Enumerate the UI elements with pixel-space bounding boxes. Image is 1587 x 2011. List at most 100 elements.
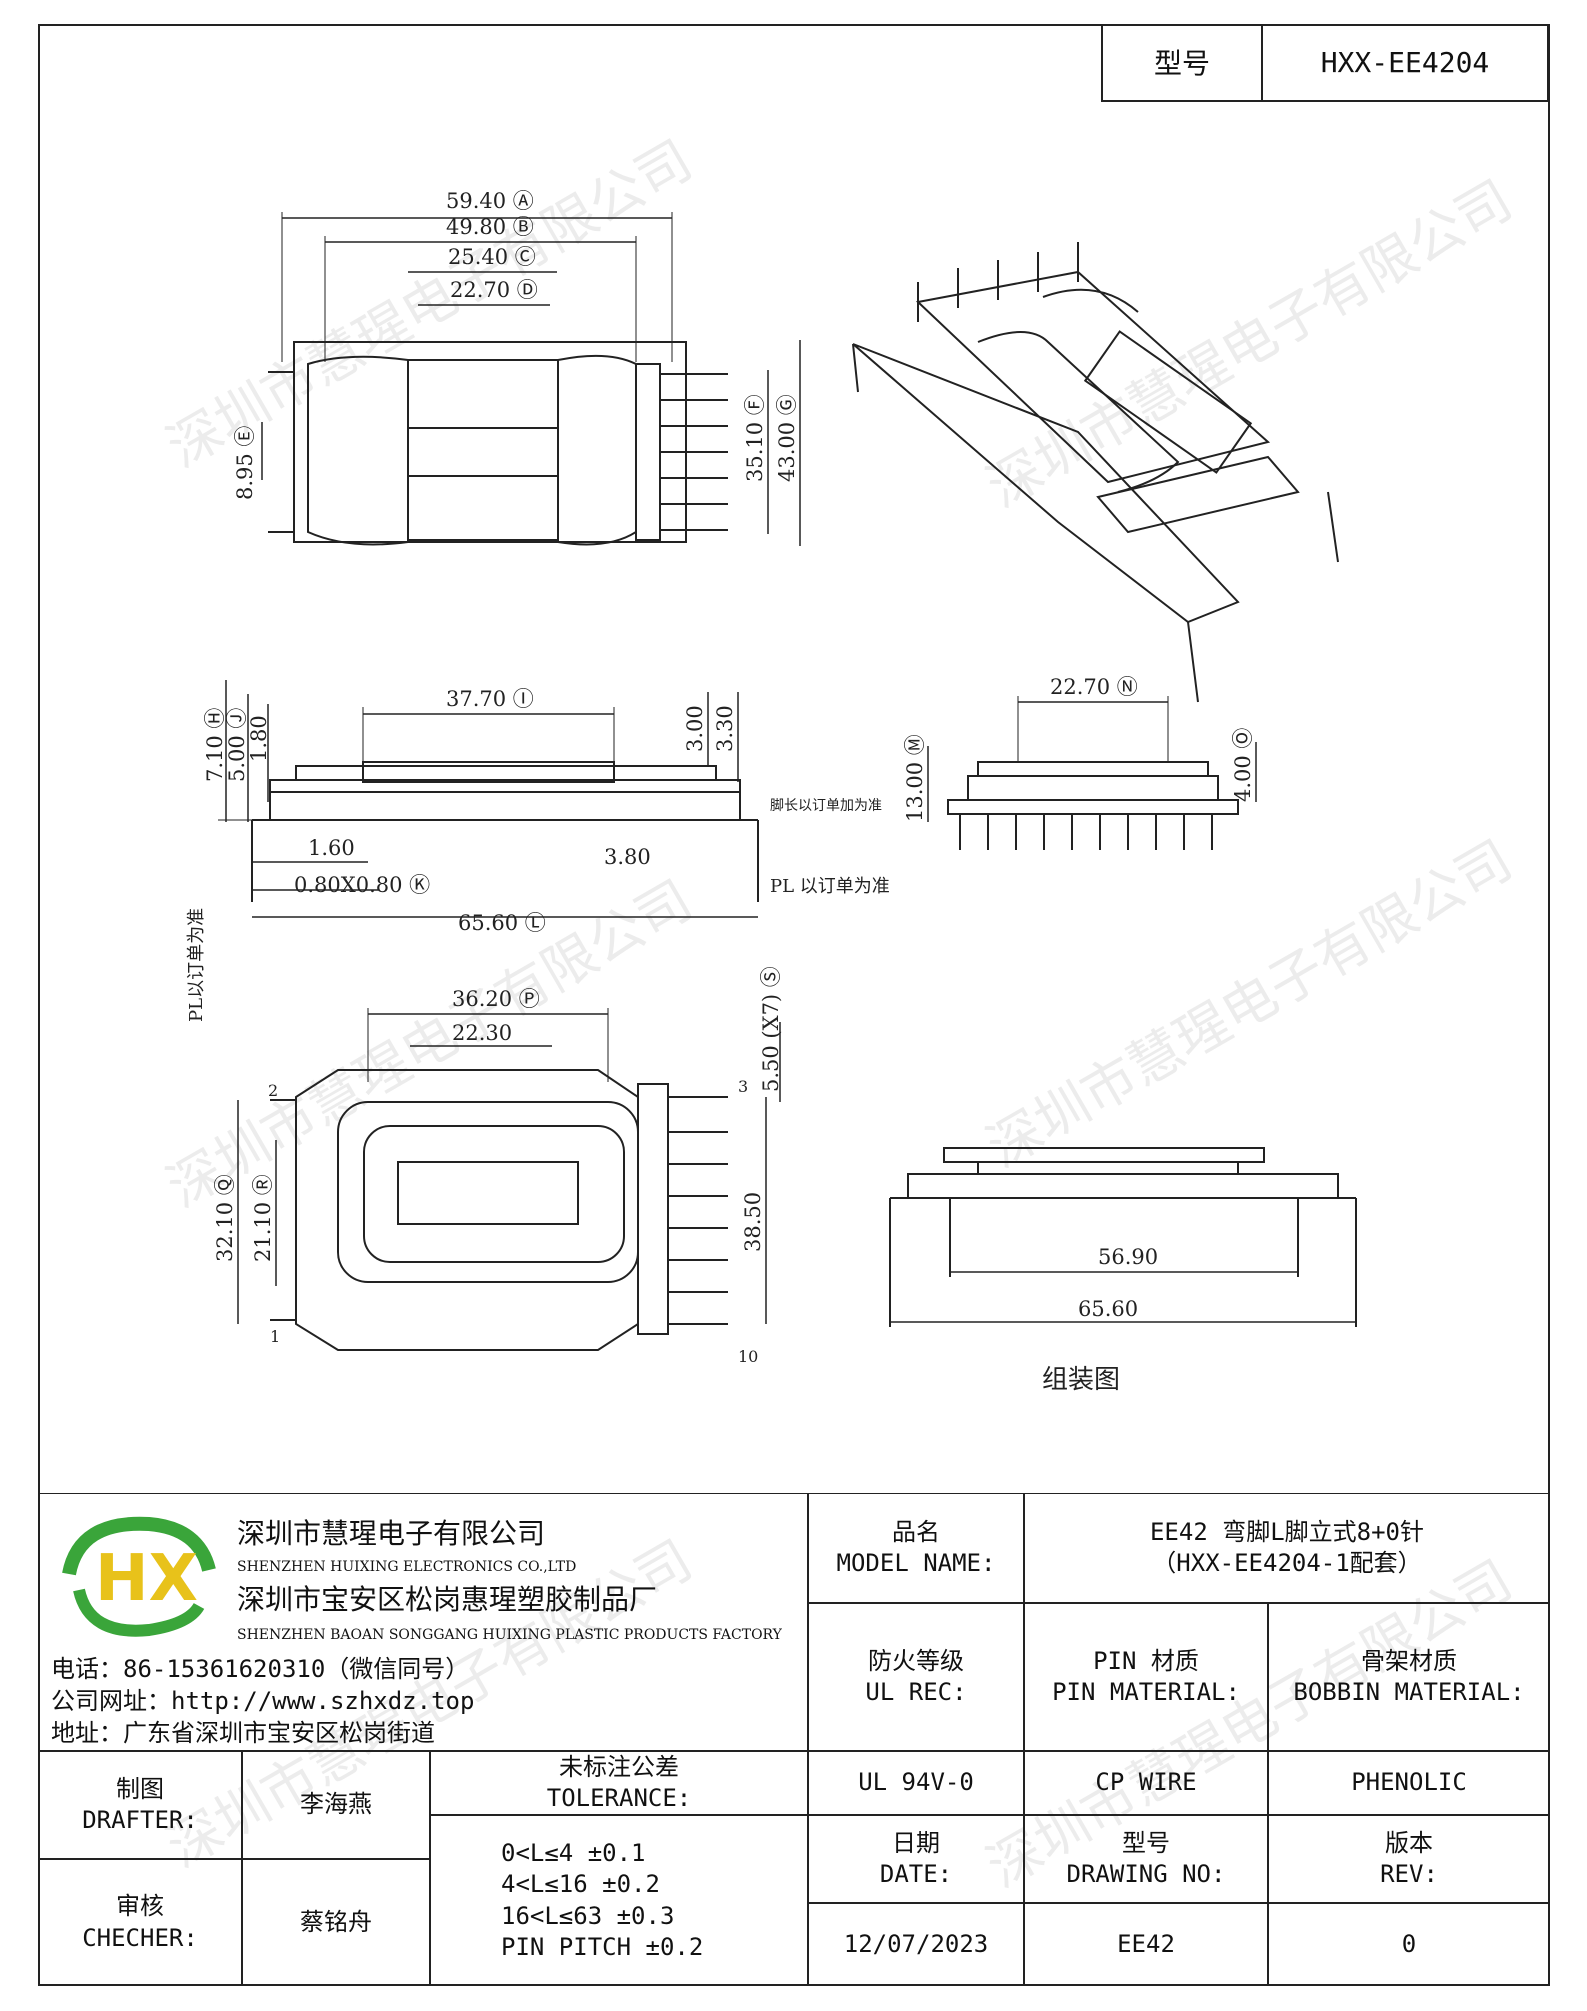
model-name-line2: （HXX-EE4204-1配套） (1152, 1549, 1422, 1577)
dim-side-n: 22.70 Ⓝ (1050, 675, 1138, 699)
bobbin-material-label: 骨架材质 BOBBIN MATERIAL: (1268, 1603, 1550, 1751)
model-name-label-cn: 品名 (892, 1517, 940, 1546)
dim-bottom-r: 21.10 Ⓡ (251, 1174, 275, 1262)
assembly-view: 56.90 65.60 组装图 (889, 1147, 1357, 1395)
tolerance-values: 0<L≤4 ±0.1 4<L≤16 ±0.2 16<L≤63 ±0.3 PIN … (430, 1815, 808, 1986)
model-name-label: 品名 MODEL NAME: (808, 1493, 1024, 1603)
note-pl-right: PL 以订单为准 (770, 876, 890, 897)
company-address: 地址：广东省深圳市宝安区松岗街道 (51, 1719, 435, 1747)
tolerance-line: 0<L≤4 ±0.1 (501, 1839, 646, 1868)
company-phone: 电话：86-15361620310（微信同号） (51, 1655, 470, 1683)
dim-top-c: 25.40 Ⓒ (448, 245, 536, 269)
dim-front-160: 1.60 (308, 836, 355, 860)
dim-front-180: 1.80 (247, 715, 271, 762)
dim-bottom-q: 32.10 Ⓠ (213, 1174, 237, 1262)
pin-label-10: 10 (738, 1347, 758, 1366)
dim-top-e: 8.95 Ⓔ (233, 426, 257, 500)
dim-top-b: 49.80 Ⓑ (446, 215, 534, 239)
company-info: HX 深圳市慧瑆电子有限公司 SHENZHEN HUIXING ELECTRON… (38, 1493, 808, 1751)
ul-label: 防火等级 UL REC: (808, 1603, 1024, 1751)
date-label-en: DATE: (879, 1860, 953, 1888)
pin-material-label: PIN 材质 PIN MATERIAL: (1024, 1603, 1268, 1751)
pin-label-cn: PIN 材质 (1093, 1646, 1199, 1675)
date-label-cn: 日期 (892, 1828, 940, 1857)
checker-label: 审核 CHECHER: (38, 1859, 242, 1986)
dim-top-a: 59.40 Ⓐ (446, 189, 534, 213)
ul-label-en: UL REC: (865, 1678, 967, 1706)
title-block: HX 深圳市慧瑆电子有限公司 SHENZHEN HUIXING ELECTRON… (38, 1493, 1550, 1986)
dim-bottom-2230: 22.30 (452, 1021, 512, 1045)
tolerance-label: 未标注公差 TOLERANCE: (430, 1751, 808, 1815)
dim-front-j: 5.00 Ⓙ (225, 708, 249, 782)
dim-front-l: 65.60 Ⓛ (458, 911, 546, 935)
dim-side-m: 13.00 Ⓜ (903, 734, 927, 822)
dim-front-h: 7.10 Ⓗ (203, 708, 227, 782)
front-view: 37.70 Ⓘ 7.10 Ⓗ 5.00 Ⓙ 1.80 3.00 3.30 1.6… (186, 680, 890, 1022)
top-view: 59.40 Ⓐ 49.80 Ⓑ 25.40 Ⓒ 22.70 Ⓓ 35.10 Ⓕ … (233, 189, 801, 546)
model-name-line1: EE42 弯脚L脚立式8+0针 (1149, 1517, 1425, 1546)
date-value: 12/07/2023 (808, 1903, 1024, 1986)
company-name-en: SHENZHEN HUIXING ELECTRONICS CO.,LTD (237, 1559, 577, 1575)
dim-front-i: 37.70 Ⓘ (446, 687, 534, 711)
drafter-label-cn: 制图 (116, 1774, 164, 1803)
tolerance-label-cn: 未标注公差 (559, 1752, 679, 1781)
checker-label-en: CHECHER: (82, 1923, 198, 1952)
dim-top-d: 22.70 Ⓓ (450, 278, 538, 302)
technical-drawing: 59.40 Ⓐ 49.80 Ⓑ 25.40 Ⓒ 22.70 Ⓓ 35.10 Ⓕ … (186, 189, 1357, 1395)
rev-label: 版本 REV: (1268, 1815, 1550, 1903)
dim-top-g: 43.00 Ⓖ (775, 394, 799, 482)
dim-front-330: 3.30 (713, 705, 737, 752)
drafter-label-en: DRAFTER: (82, 1806, 198, 1834)
company-website: 公司网址：http://www.szhxdz.top (51, 1687, 475, 1715)
dim-bottom-s: 5.50 (X7) Ⓢ (759, 966, 783, 1092)
pin-label-2: 2 (268, 1081, 278, 1100)
bobbin-label-en: BOBBIN MATERIAL: (1293, 1678, 1525, 1706)
note-pin-length: 脚长以订单加为准 (770, 798, 882, 814)
dim-assembly-6560: 65.60 (1078, 1297, 1138, 1321)
assembly-caption: 组装图 (1042, 1365, 1120, 1395)
pin-label-en: PIN MATERIAL: (1052, 1678, 1240, 1706)
model-header: 型号 HXX-EE4204 (1101, 24, 1549, 102)
dim-bottom-3850: 38.50 (741, 1192, 765, 1252)
dim-top-f: 35.10 Ⓕ (743, 394, 767, 482)
factory-name-en: SHENZHEN BAOAN SONGGANG HUIXING PLASTIC … (237, 1627, 782, 1643)
bobbin-material-value: PHENOLIC (1268, 1751, 1550, 1815)
rev-label-en: REV: (1380, 1860, 1438, 1888)
dim-assembly-5690: 56.90 (1098, 1245, 1158, 1269)
dim-front-k: 0.80X0.80 Ⓚ (294, 873, 430, 897)
bottom-view: 36.20 Ⓟ 22.30 32.10 Ⓠ 21.10 Ⓡ 5.50 (X7) … (213, 966, 783, 1366)
dim-front-300: 3.00 (683, 705, 707, 752)
pin-label-1: 1 (270, 1327, 280, 1346)
side-view: 22.70 Ⓝ 13.00 Ⓜ 4.00 Ⓞ (903, 675, 1257, 850)
drawing-no-value: EE42 (1024, 1903, 1268, 1986)
date-label: 日期 DATE: (808, 1815, 1024, 1903)
model-header-value: HXX-EE4204 (1320, 45, 1490, 79)
model-header-label: 型号 (1103, 24, 1263, 100)
pin-label-3: 3 (738, 1077, 748, 1096)
tolerance-label-en: TOLERANCE: (546, 1784, 692, 1812)
model-name-value: EE42 弯脚L脚立式8+0针 （HXX-EE4204-1配套） (1024, 1493, 1550, 1603)
isometric-view (852, 242, 1339, 703)
checker-label-cn: 审核 (116, 1892, 164, 1921)
drawing-no-label-cn: 型号 (1122, 1828, 1170, 1857)
drawing-no-label: 型号 DRAWING NO: (1024, 1815, 1268, 1903)
company-logo: HX (62, 1516, 216, 1637)
dim-front-380: 3.80 (604, 845, 651, 869)
checker-name: 蔡铭舟 (242, 1859, 430, 1986)
rev-value: 0 (1268, 1903, 1550, 1986)
logo-letters: HX (95, 1542, 198, 1616)
drawing-no-label-en: DRAWING NO: (1066, 1860, 1226, 1888)
company-name-cn: 深圳市慧瑆电子有限公司 (237, 1517, 546, 1550)
dim-side-o: 4.00 Ⓞ (1231, 728, 1255, 802)
drafter-name: 李海燕 (242, 1751, 430, 1859)
tolerance-line: 16<L≤63 ±0.3 (501, 1901, 675, 1930)
drafter-label: 制图 DRAFTER: (38, 1751, 242, 1859)
model-name-label-en: MODEL NAME: (836, 1549, 996, 1577)
factory-name-cn: 深圳市宝安区松岗惠瑆塑胶制品厂 (237, 1583, 658, 1616)
dim-bottom-p: 36.20 Ⓟ (452, 987, 540, 1011)
pin-material-value: CP WIRE (1024, 1751, 1268, 1815)
rev-label-cn: 版本 (1385, 1828, 1433, 1857)
bobbin-label-cn: 骨架材质 (1361, 1646, 1457, 1675)
ul-label-cn: 防火等级 (868, 1646, 964, 1675)
note-pl-left: PL以订单为准 (186, 908, 207, 1022)
